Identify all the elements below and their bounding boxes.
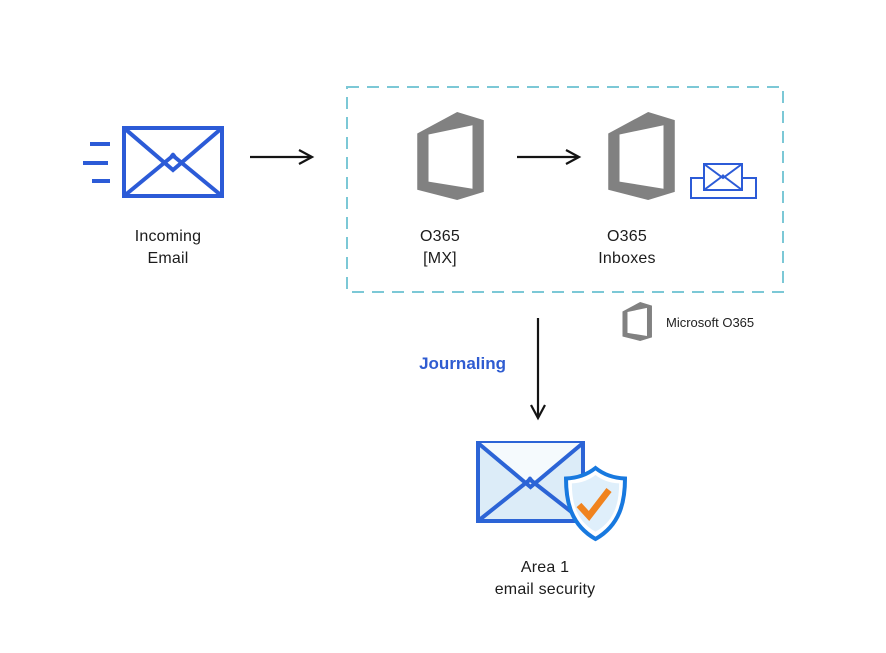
office-logo-icon-inboxes xyxy=(608,112,675,200)
arrow-mx-to-inboxes xyxy=(517,149,582,165)
incoming-email-envelope-icon xyxy=(83,126,224,198)
incoming-email-label-line1: Incoming xyxy=(134,228,202,245)
o365-mx-label-line1: O365 xyxy=(420,228,460,245)
area1-label-line1: Area 1 xyxy=(520,559,570,576)
o365-mx-label-line2: [MX] xyxy=(423,250,457,267)
area1-label-line2: email security xyxy=(494,581,596,598)
legend-label: Microsoft O365 xyxy=(666,315,755,330)
arrow-incoming-to-mx xyxy=(250,149,315,165)
arrow-journaling-down xyxy=(530,318,546,421)
o365-inboxes-label-line2: Inboxes xyxy=(598,250,656,267)
area1-label: Area 1 email security xyxy=(465,557,625,601)
shield-check-icon xyxy=(563,465,628,542)
o365-inboxes-label-line1: O365 xyxy=(607,228,647,245)
inbox-tray-icon xyxy=(690,163,757,199)
office-logo-icon-mx xyxy=(417,112,484,200)
office-logo-icon-legend xyxy=(622,302,652,341)
incoming-email-label: Incoming Email xyxy=(98,226,238,270)
o365-inboxes-label: O365 Inboxes xyxy=(557,226,697,270)
area1-envelope-shield-icon xyxy=(476,441,628,542)
o365-mx-label: O365 [MX] xyxy=(370,226,510,270)
journaling-label: Journaling xyxy=(419,354,506,373)
incoming-email-label-line2: Email xyxy=(147,250,189,267)
